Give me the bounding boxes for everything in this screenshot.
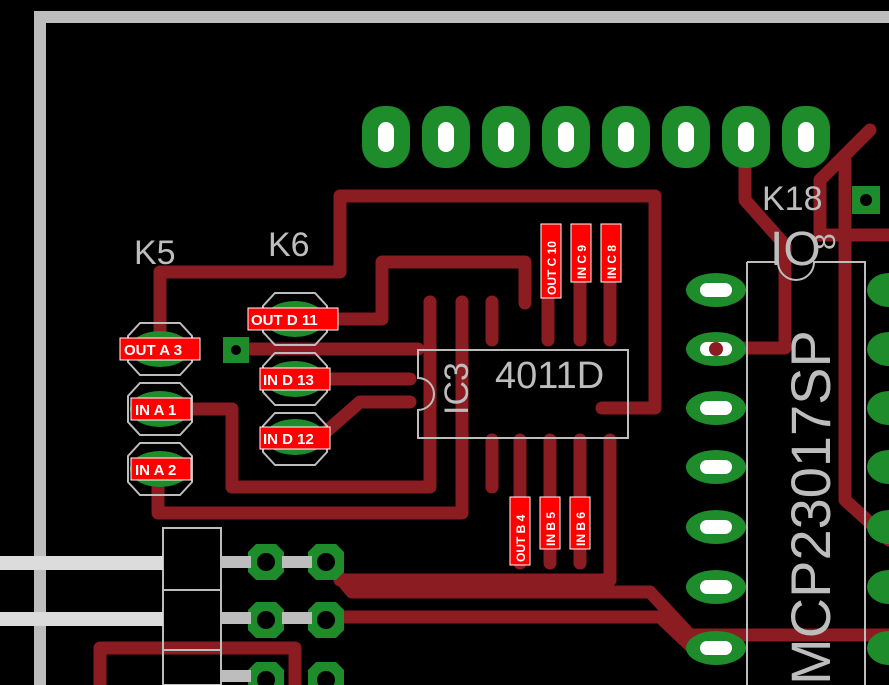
pad-holes-dark: [231, 194, 872, 685]
svg-text:IN B 6: IN B 6: [574, 512, 588, 546]
svg-text:IN A 1: IN A 1: [135, 402, 176, 419]
io8-label: IO: [770, 223, 821, 276]
label-in-a1: IN A 1: [130, 397, 192, 421]
label-in-a2: IN A 2: [130, 457, 192, 481]
label-out-a3: OUT A 3: [119, 337, 201, 361]
traces: [93, 123, 889, 685]
svg-text:IN B 5: IN B 5: [544, 512, 558, 546]
label-out-c10: OUT C 10: [540, 223, 562, 299]
label-in-c9: IN C 9: [570, 223, 592, 283]
label-out-d11: OUT D 11: [247, 307, 339, 331]
ic3-designator: IC3: [438, 362, 476, 415]
svg-text:IN D 13: IN D 13: [263, 372, 314, 389]
ic3-name: 4011D: [495, 355, 604, 397]
svg-text:OUT C 10: OUT C 10: [545, 241, 559, 295]
label-out-b4: OUT B 4: [509, 496, 531, 566]
io8-number: 8: [809, 233, 842, 250]
label-in-b5: IN B 5: [539, 496, 561, 550]
svg-text:OUT B 4: OUT B 4: [514, 514, 528, 562]
svg-text:IN A 2: IN A 2: [135, 462, 176, 479]
via: [709, 342, 723, 356]
k5-label: K5: [134, 234, 176, 272]
k6-label: K6: [268, 226, 310, 264]
board-outline: [34, 11, 889, 685]
svg-text:IN C 9: IN C 9: [575, 245, 589, 279]
k18-label: K18: [762, 180, 823, 218]
svg-text:OUT D 11: OUT D 11: [251, 312, 318, 329]
label-in-d12: IN D 12: [259, 426, 331, 450]
mcp-name: MCP23017SP: [779, 330, 842, 685]
svg-text:IN D 12: IN D 12: [263, 431, 314, 448]
label-in-b6: IN B 6: [569, 496, 591, 550]
net-labels: OUT A 3 IN A 1 IN A 2 OUT D 11 IN D 13 I…: [119, 223, 622, 566]
header-pins: [0, 556, 312, 682]
label-in-c8: IN C 8: [600, 223, 622, 283]
svg-text:IN C 8: IN C 8: [605, 245, 619, 279]
label-in-d13: IN D 13: [259, 367, 331, 391]
svg-text:OUT A 3: OUT A 3: [124, 342, 182, 359]
